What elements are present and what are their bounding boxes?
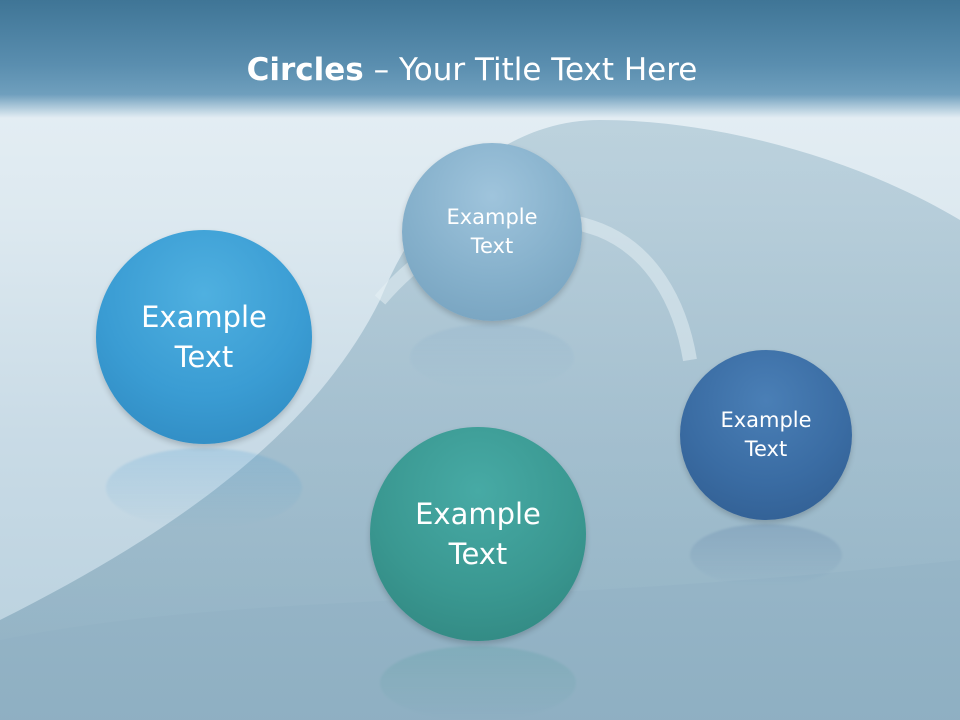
circle-1-line-1: Example — [141, 299, 267, 334]
circle-4-line-2: Text — [744, 437, 788, 461]
circle-3-line-2: Text — [448, 537, 508, 571]
title-rest-part: – Your Title Text Here — [363, 52, 698, 88]
circle-4-line-1: Example — [720, 408, 812, 433]
circle-2-line-1: Example — [446, 205, 538, 230]
circle-1-reflection — [106, 448, 302, 528]
circle-3-line-1: Example — [415, 496, 541, 531]
circle-2-line-2: Text — [470, 234, 514, 258]
circle-4-reflection — [690, 524, 842, 586]
title-bold-part: Circles — [246, 52, 364, 88]
title-bar — [0, 0, 960, 118]
slide-title[interactable]: Circles – Your Title Text Here — [0, 52, 944, 88]
circle-2-reflection — [410, 324, 574, 390]
circle-1-line-2: Text — [174, 340, 234, 374]
circle-3-reflection — [380, 646, 576, 720]
